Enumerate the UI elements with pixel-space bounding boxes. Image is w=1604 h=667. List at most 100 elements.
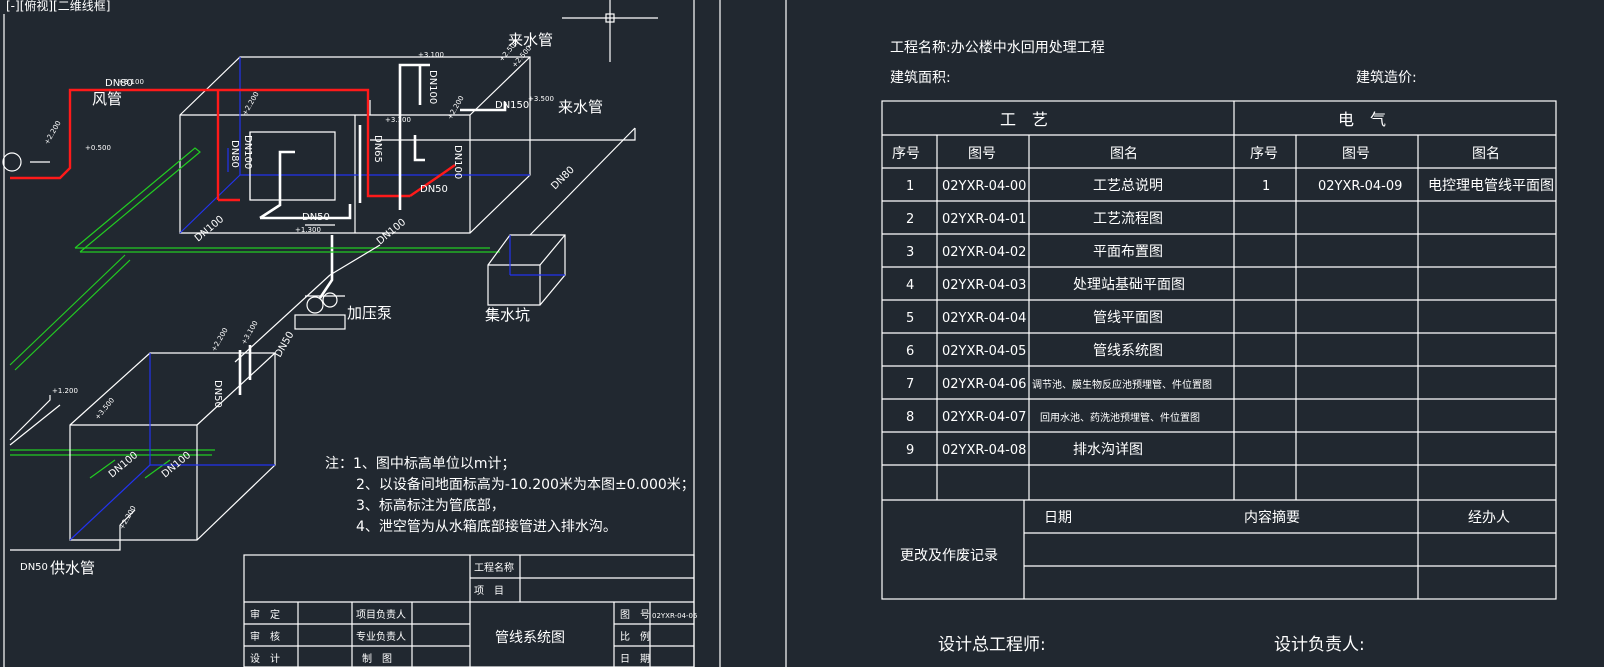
electric-rows: 1 02YXR-04-09 电控理电管线平面图 (1262, 178, 1554, 194)
inlet-pipe-label: 来水管 (558, 98, 603, 116)
row-no: 02YXR-04-00 (942, 179, 1026, 194)
col-no: 图号 (1342, 146, 1370, 162)
note-line: 2、以设备间地面标高为-10.200米为本图±0.000米； (356, 476, 695, 493)
inlet-pipe-label: 来水管 (508, 31, 553, 49)
elevation-label: +3.500 (528, 95, 554, 103)
elevation-label: +2.200 (43, 120, 63, 146)
project-name: 工程名称:办公楼中水回用处理工程 (890, 40, 1105, 56)
row-no: 02YXR-04-01 (942, 212, 1026, 227)
elevation-label: +1.200 (52, 387, 78, 395)
row-name: 排水沟详图 (1073, 442, 1143, 458)
revision-label: 更改及作废记录 (900, 548, 998, 564)
pipe-size-label: DN50 (212, 380, 223, 408)
scale-label: 比 例 (620, 630, 650, 643)
pump-circle-icon (2, 152, 22, 172)
title-block: 工程名称 项 目 审 定 审 核 设 计 项目负责人 专业负责人 制 图 管线系… (243, 554, 697, 667)
row-seq: 5 (906, 311, 914, 326)
pipe-size-label: DN100 (242, 135, 253, 169)
row-name: 管线平面图 (1093, 310, 1163, 326)
discipline-lead-label: 专业负责人 (356, 630, 406, 643)
elevation-label: +3.100 (418, 51, 444, 59)
pipe-size-label: DN100 (452, 145, 463, 179)
group-process: 工 艺 (1000, 110, 1048, 129)
crosshair-cursor-icon (562, 0, 658, 62)
pipe-size-label: DN80 (549, 165, 577, 193)
elevation-label: +2.200 (446, 95, 466, 121)
col-seq: 序号 (892, 146, 920, 162)
project-label: 工程名称 (474, 561, 514, 574)
row-seq: 2 (906, 212, 914, 227)
row-seq: 9 (906, 443, 914, 458)
left-partial-lines (2, 152, 136, 551)
elevation-label: +3.500 (93, 396, 116, 421)
row-no: 02YXR-04-08 (942, 443, 1026, 458)
elevation-label: +3.100 (118, 78, 144, 86)
review-label: 审 定 (250, 608, 280, 621)
note-line: 3、标高标注为管底部， (356, 497, 505, 514)
elevation-label: +2.200 (210, 327, 230, 353)
rev-handler: 经办人 (1468, 510, 1510, 526)
pipe-size-label: DN50 (420, 184, 448, 195)
row-name: 回用水池、药洗池预埋管、件位置图 (1040, 411, 1200, 424)
row-name: 工艺流程图 (1093, 211, 1163, 227)
tank-lower (69, 352, 276, 541)
row-no: 02YXR-04-02 (942, 245, 1026, 260)
pipe-size-label: DN65 (372, 135, 383, 163)
elevation-label: +1.300 (295, 226, 321, 234)
process-rows: 1 02YXR-04-00 工艺总说明 2 02YXR-04-01 工艺流程图 … (906, 178, 1212, 458)
drawing-no-value: 02YXR-04-05 (652, 612, 697, 620)
row-name: 调节池、膜生物反应池预埋管、件位置图 (1032, 378, 1212, 391)
row-seq: 4 (906, 278, 914, 293)
elevation-label: +3.100 (385, 116, 411, 124)
pipe-size-label: DN50 (302, 212, 330, 223)
rev-summary: 内容摘要 (1244, 509, 1300, 526)
drafter-label: 制 图 (362, 652, 392, 665)
row-no: 02YXR-04-04 (942, 311, 1026, 326)
row-seq: 8 (906, 410, 914, 425)
row-seq: 7 (906, 377, 914, 392)
group-electric: 电 气 (1338, 110, 1386, 129)
tank-upper (179, 56, 531, 234)
row-name: 管线系统图 (1093, 343, 1163, 359)
layout-separators (719, 0, 787, 667)
building-cost: 建筑造价: (1356, 70, 1417, 86)
pipe-size-label: DN50 (20, 562, 48, 573)
red-pipe (10, 88, 456, 202)
design-lead-label: 设计负责人: (1274, 635, 1365, 655)
pipe-size-label: DN150 (495, 100, 529, 111)
piping-system-diagram: DN80 DN50 DN150 DN50 DN80 DN100 DN65 DN1… (2, 31, 695, 577)
row-no: 02YXR-04-09 (1318, 179, 1402, 194)
pipe-size-label: DN80 (105, 78, 133, 89)
elevation-label: +0.500 (85, 144, 111, 152)
viewport-label[interactable]: [-][俯视][二维线框] (6, 0, 110, 13)
row-seq: 1 (906, 179, 914, 194)
row-no: 02YXR-04-06 (942, 377, 1026, 392)
white-pipes (238, 63, 507, 395)
row-name: 平面布置图 (1093, 244, 1163, 260)
row-name: 处理站基础平面图 (1073, 276, 1185, 293)
pipe-size-label: DN100 (375, 217, 408, 247)
col-name: 图名 (1110, 146, 1138, 162)
drain-line-to-sump (234, 127, 636, 363)
drawing-title: 管线系统图 (495, 630, 565, 646)
wind-pipe-label: 风管 (92, 90, 122, 108)
date-label: 日 期 (620, 653, 650, 665)
row-name: 工艺总说明 (1093, 178, 1163, 194)
row-name: 电控理电管线平面图 (1428, 178, 1554, 194)
sump-box (487, 234, 566, 306)
row-no: 02YXR-04-03 (942, 278, 1026, 293)
sump-label: 集水坑 (485, 306, 530, 324)
green-drain-pipes (9, 147, 500, 479)
design-label: 设 计 (250, 652, 280, 665)
elevation-label: +2.200 (241, 91, 261, 117)
row-seq: 6 (906, 344, 914, 359)
check-label: 审 核 (250, 630, 280, 643)
pipe-size-label: DN100 (427, 70, 438, 104)
note-line: 4、泄空管为从水箱底部接管进入排水沟。 (356, 518, 617, 535)
row-seq: 3 (906, 245, 914, 260)
row-no: 02YXR-04-07 (942, 410, 1026, 425)
pipe-size-label: DN100 (193, 214, 226, 244)
project-lead-label: 项目负责人 (356, 608, 406, 621)
col-no: 图号 (968, 146, 996, 162)
